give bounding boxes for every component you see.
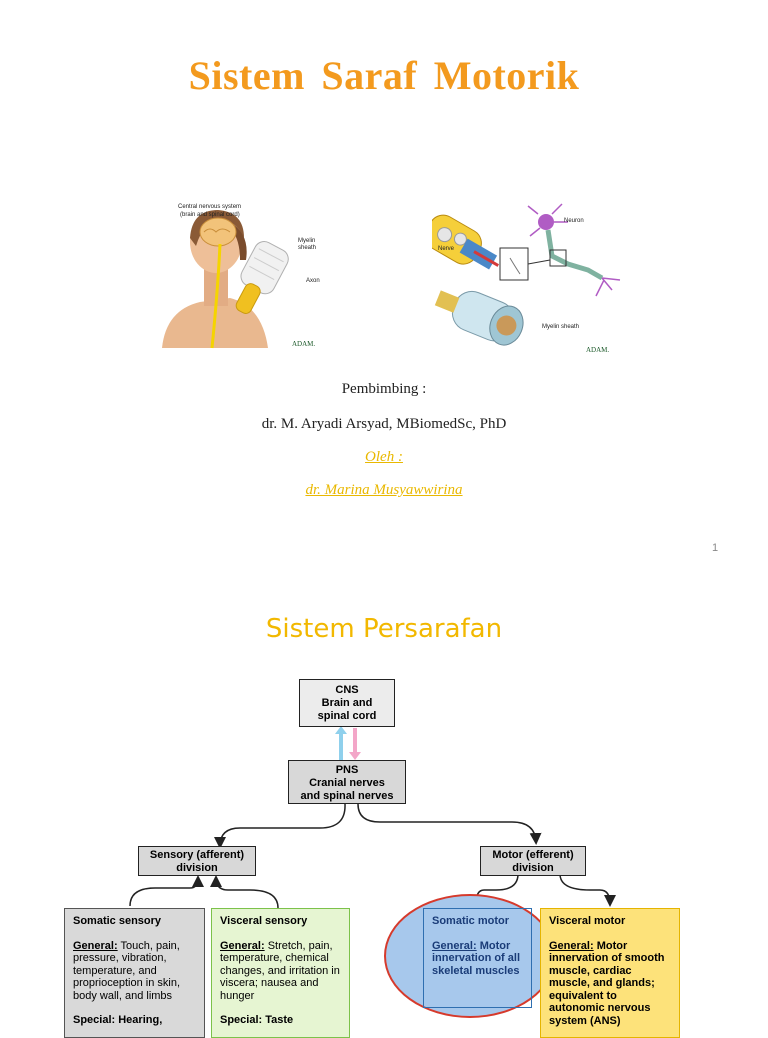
label-myelin: Myelin [298,238,315,244]
oleh-name: dr. Marina Musyawwirina [305,482,463,498]
motor-division-line-1: Motor (efferent) [492,849,574,861]
oleh-label: Oleh : [365,449,403,465]
pns-line-3: and spinal nerves [300,790,394,802]
adam-logo: ADAM. [292,340,315,348]
sensory-division-box: Sensory (afferent) division [138,846,256,876]
label-myelin-sheath: Myelin sheath [542,324,579,330]
somatic-sensory-heading: Somatic sensory [73,915,162,927]
cns-illustration: Central nervous system (brain and spinal… [160,198,340,350]
adam-logo-2: ADAM. [586,346,609,354]
visceral-motor-general-text: Motor innervation of smooth muscle, card… [549,939,665,1027]
label-neuron: Neuron [564,218,584,224]
somatic-sensory-special: Special: Hearing, [73,1014,163,1026]
slide1-title: Sistem Saraf Motorik [188,53,580,98]
pns-line-2: Cranial nerves [309,777,385,789]
label-axon: Axon [306,278,320,284]
visceral-sensory-heading: Visceral sensory [220,915,308,927]
somatic-motor-general-text: Motor innervation of all skeletal muscle… [432,939,521,977]
somatic-sensory-general-label: General: [73,939,118,952]
cns-title: CNS [335,684,359,696]
cns-line-3: spinal cord [317,710,377,722]
visceral-motor-heading: Visceral motor [549,915,626,927]
somatic-motor-general-label: General: [432,939,477,952]
sensory-division-line-2: division [176,862,218,874]
highlight-circle [384,894,556,1018]
slide2-title: Sistem Persarafan [265,614,503,644]
page-number: 1 [712,542,719,554]
visceral-sensory-special: Special: Taste [220,1014,294,1026]
visceral-sensory-general-text: Stretch, pain, temperature, chemical cha… [220,939,340,1002]
pembimbing-name: dr. M. Aryadi Arsyad, MBiomedSc, PhD [261,416,507,432]
visceral-motor-general-label: General: [549,939,594,952]
label-myelin-2: sheath [298,245,316,251]
pembimbing-label: Pembimbing : [341,381,427,397]
pns-title: PNS [335,764,359,776]
motor-division-box: Motor (efferent) division [480,846,586,876]
visceral-sensory-general-label: General: [220,939,265,952]
sensory-division-line-1: Sensory (afferent) [149,849,245,861]
label-nerve: Nerve [438,246,455,252]
label-cns-2: (brain and spinal cord) [180,212,240,218]
visceral-motor-card: Visceral motor General: Motor innervatio… [540,908,680,1038]
cns-line-2: Brain and [321,697,373,709]
somatic-sensory-general-text: Touch, pain, pressure, vibration, temper… [73,939,181,1002]
visceral-sensory-card: Visceral sensory General: Stretch, pain,… [211,908,350,1038]
motor-division-line-2: division [512,862,554,874]
label-cns: Central nervous system [178,204,241,210]
neuron-illustration: Nerve Neuron Myelin sheath ADAM. [432,200,628,358]
somatic-motor-heading: Somatic motor [432,915,510,927]
somatic-motor-card: Somatic motor General: Motor innervation… [423,908,532,1008]
cns-box: CNS Brain and spinal cord [299,679,395,727]
somatic-sensory-card: Somatic sensory General: Touch, pain, pr… [64,908,205,1038]
pns-box: PNS Cranial nerves and spinal nerves [288,760,406,804]
